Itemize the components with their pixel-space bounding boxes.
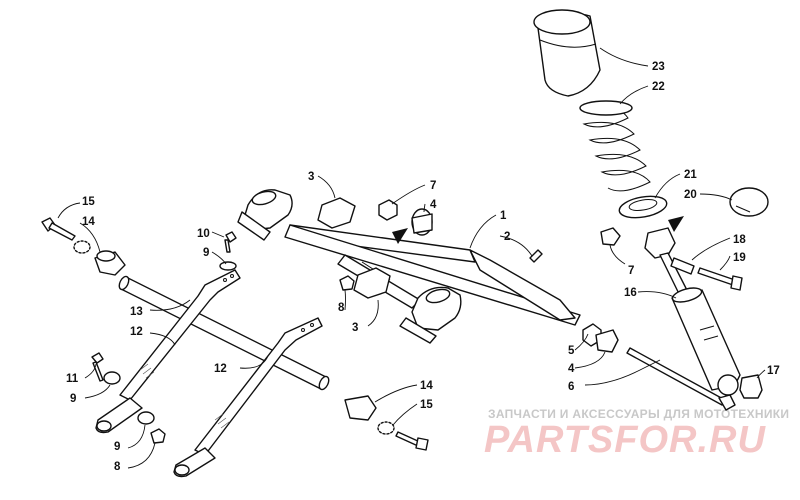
callout-label: 17 xyxy=(767,365,780,377)
bushing-14-upper xyxy=(94,250,126,276)
callout-label: 13 xyxy=(130,306,143,318)
callout-label: 16 xyxy=(624,287,637,299)
callout-label: 21 xyxy=(684,169,697,181)
shock-absorber xyxy=(644,227,741,396)
bushing-17 xyxy=(739,374,763,399)
callout-label: 2 xyxy=(504,231,510,243)
spring-boot xyxy=(533,9,601,97)
right-swing-arm xyxy=(173,317,323,478)
callout-label: 20 xyxy=(684,189,697,201)
callout-label: 9 xyxy=(114,441,120,453)
washer-15-lower xyxy=(377,421,395,435)
callout-label: 8 xyxy=(338,302,345,314)
watermark-brand: PARTSFOR.RU xyxy=(484,419,766,461)
bolt-18 xyxy=(670,257,695,275)
callout-label: 11 xyxy=(66,373,79,385)
bolt-15-upper xyxy=(41,217,76,241)
bump-pad-upper xyxy=(317,197,356,229)
bolt-10 xyxy=(224,231,237,253)
callout-label: 4 xyxy=(430,199,437,211)
bolt-19 xyxy=(697,267,743,291)
callout-label: 9 xyxy=(70,393,76,405)
bushing-4-lower xyxy=(595,329,619,353)
spring-seat xyxy=(618,195,668,219)
bolt-15-lower xyxy=(395,431,429,451)
callout-label: 19 xyxy=(733,252,746,264)
callout-label: 12 xyxy=(130,326,143,338)
callout-label: 7 xyxy=(628,265,634,277)
callout-label: 18 xyxy=(733,234,746,246)
callout-label: 8 xyxy=(114,461,121,473)
callout-label: 3 xyxy=(308,171,314,183)
nut-8-lower xyxy=(150,428,166,444)
callout-label: 9 xyxy=(203,247,209,259)
callout-label: 10 xyxy=(197,228,210,240)
callout-label: 7 xyxy=(430,180,436,192)
callout-label: 23 xyxy=(652,61,665,73)
spring-retainer xyxy=(729,187,769,217)
nut-7-right xyxy=(600,227,621,246)
callout-label: 14 xyxy=(420,380,433,392)
left-swing-arm xyxy=(95,269,241,434)
bushing-14-lower xyxy=(344,395,377,421)
bushing-upper xyxy=(411,208,433,236)
callout-labels: 15 14 10 9 13 12 11 9 9 8 12 14 15 3 3 8… xyxy=(66,61,780,473)
callout-label: 14 xyxy=(82,216,95,228)
nut-8-upper xyxy=(339,275,355,291)
washer-9-left xyxy=(103,371,121,385)
watermark-tagline: ЗАПЧАСТИ И АКСЕССУАРЫ ДЛЯ МОТОТЕХНИКИ xyxy=(488,407,789,421)
arrow-marker-right xyxy=(668,216,684,232)
washer-14-upper xyxy=(73,240,91,254)
coil-spring xyxy=(579,100,651,192)
callout-label: 15 xyxy=(82,196,95,208)
callout-label: 22 xyxy=(652,81,665,93)
leader-lines xyxy=(57,47,766,469)
callout-label: 5 xyxy=(568,345,575,357)
callout-label: 3 xyxy=(352,322,358,334)
callout-label: 4 xyxy=(568,363,575,375)
bump-pad-lower xyxy=(353,267,391,299)
callout-label: 6 xyxy=(568,381,574,393)
bolt-11 xyxy=(91,352,104,382)
bump-stop-upper xyxy=(237,189,293,241)
nut-upper xyxy=(378,199,398,221)
bump-stop-lower xyxy=(399,286,462,344)
washer-9-upper xyxy=(219,261,237,271)
callout-label: 15 xyxy=(420,399,433,411)
arrow-marker-left xyxy=(392,228,408,244)
washer-9-lower xyxy=(137,411,155,425)
screw-2 xyxy=(529,249,543,263)
long-bolt xyxy=(626,347,736,411)
callout-label: 12 xyxy=(214,363,227,375)
callout-label: 1 xyxy=(500,210,507,222)
